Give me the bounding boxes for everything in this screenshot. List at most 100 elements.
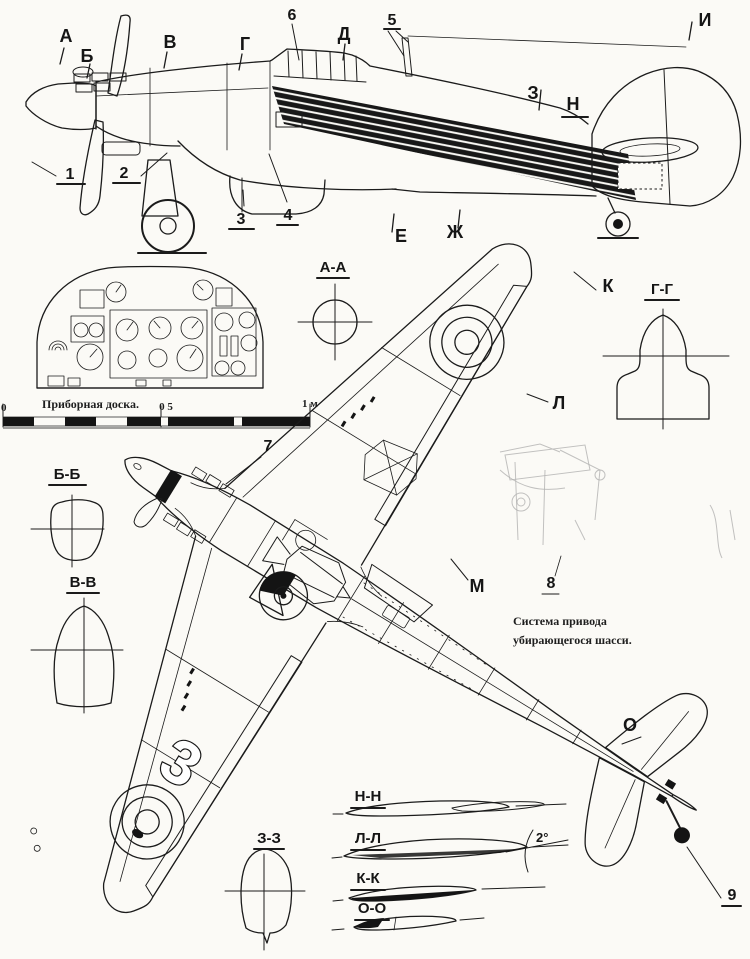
station-label-k: К <box>603 276 615 296</box>
part-label-8: 8 <box>547 575 556 592</box>
airfoil-ll-profile <box>343 838 528 860</box>
fuselage-right-side <box>170 470 638 771</box>
instrument-dials <box>47 279 258 387</box>
part-label-2: 2 <box>120 165 129 182</box>
station-label-l: Л <box>553 393 566 413</box>
airfoil-ll-label: Л-Л <box>355 830 381 847</box>
scale-bar-segments <box>3 417 310 426</box>
part-label-4: 4 <box>284 207 293 224</box>
side-view-drawing <box>25 14 742 254</box>
wing-root-underside <box>177 140 397 191</box>
station-label-b: Б <box>81 46 94 66</box>
propeller-blade-upper <box>107 14 131 97</box>
left-wing-roundel <box>109 784 185 860</box>
scale-half: 0 5 <box>159 401 173 413</box>
plan-view-labels: К Л М О 7 8 9 <box>225 271 742 907</box>
left-stabilizer <box>584 757 646 867</box>
right-wing-roundel <box>429 304 505 380</box>
radiator-bath <box>229 175 326 215</box>
station-label-z: З <box>527 83 538 103</box>
fuselage-top-line <box>95 48 589 125</box>
section-aa: А-А <box>297 259 373 361</box>
tailplane-side <box>601 137 699 163</box>
main-landing-gear <box>137 159 207 254</box>
station-label-m: М <box>470 576 485 596</box>
dihedral-angle-label: 2° <box>536 830 548 845</box>
station-label-v: В <box>164 32 177 52</box>
part-label-5: 5 <box>388 12 397 29</box>
plan-canopy <box>262 536 351 605</box>
instrument-panel-caption: Приборная доска. <box>42 397 139 411</box>
section-gg: Г-Г <box>602 281 730 430</box>
tail-wheel <box>597 197 639 239</box>
instrument-panel: Приборная доска. <box>36 265 264 411</box>
plan-fuselage-frames <box>209 497 634 772</box>
dihedral-arc <box>524 829 534 873</box>
section-bb: Б-Б <box>30 466 105 568</box>
station-label-o: О <box>623 715 637 735</box>
right-wing-outline <box>224 243 533 566</box>
plan-landing-gear <box>248 519 328 621</box>
airfoil-oo-label: О-О <box>358 900 387 917</box>
wing-stripe-band <box>272 86 636 200</box>
station-label-d: Д <box>338 24 351 44</box>
wing-code-letter: 3 <box>148 725 213 802</box>
plan-spinner <box>124 456 172 497</box>
plan-tail-wheel <box>673 827 690 844</box>
right-stabilizer <box>604 692 708 778</box>
elevator-line <box>619 143 681 157</box>
part-label-3: 3 <box>237 211 246 228</box>
fuselage-belly-line <box>391 188 597 197</box>
section-aa-label: А-А <box>320 259 347 276</box>
section-bb-label: Б-Б <box>54 466 81 483</box>
scale-zero: 0 <box>1 402 7 414</box>
plan-prop-blade <box>133 497 163 528</box>
antenna-mast <box>401 37 413 77</box>
tail-fin <box>591 66 742 207</box>
section-zz: З-З <box>224 830 306 951</box>
cowl-intake <box>72 66 94 78</box>
section-vv-label: В-В <box>70 574 97 591</box>
side-view-labels: А Б В Г Д 6 5 И З Н Е Ж 1 2 3 4 <box>31 7 712 246</box>
airfoil-kk-label: К-К <box>356 870 380 887</box>
scale-bar: 0 0 5 1 м <box>1 398 318 429</box>
station-label-a: А <box>60 26 73 46</box>
exhaust-stacks <box>73 72 127 93</box>
plan-exhausts <box>162 466 235 544</box>
part-label-1: 1 <box>66 166 75 183</box>
airfoil-oo-profile <box>353 915 457 931</box>
rudder-hinge-line <box>663 69 671 205</box>
station-label-i: И <box>699 10 712 30</box>
tail-cone <box>632 769 697 811</box>
airfoil-nn-label: Н-Н <box>355 788 382 805</box>
fuselage-left-side <box>154 495 634 776</box>
station-label-e: Е <box>395 226 407 246</box>
section-vv: В-В <box>30 574 124 714</box>
station-label-zh: Ж <box>446 222 464 242</box>
airfoil-nn-profile <box>345 800 510 817</box>
spinner <box>25 82 97 131</box>
access-panel-dashed <box>617 162 663 190</box>
section-gg-label: Г-Г <box>651 281 673 298</box>
part-label-7: 7 <box>264 438 273 455</box>
cowl-chin-line <box>95 125 181 147</box>
wing-panel-lines <box>140 347 461 789</box>
airfoil-sections: Н-Н Л-Л 2° К-К О-О <box>331 788 569 931</box>
wing-hex-panel <box>363 439 418 496</box>
prop-hub-band <box>155 469 182 504</box>
propeller-blade-lower <box>79 119 105 216</box>
gun-ports <box>180 396 376 712</box>
gear-system-sketch <box>499 443 736 559</box>
antenna-wire <box>407 35 687 48</box>
carb-intake <box>101 141 141 156</box>
fuselage-panel-lines <box>95 60 271 151</box>
canopy <box>271 48 367 128</box>
station-label-n: Н <box>567 94 580 114</box>
gear-caption-line2: убирающегося шасси. <box>513 633 632 647</box>
radiator-plan-patch <box>363 563 434 623</box>
left-wing-outline <box>103 535 327 914</box>
part-label-6: 6 <box>288 7 297 24</box>
section-zz-label: З-З <box>257 830 281 847</box>
